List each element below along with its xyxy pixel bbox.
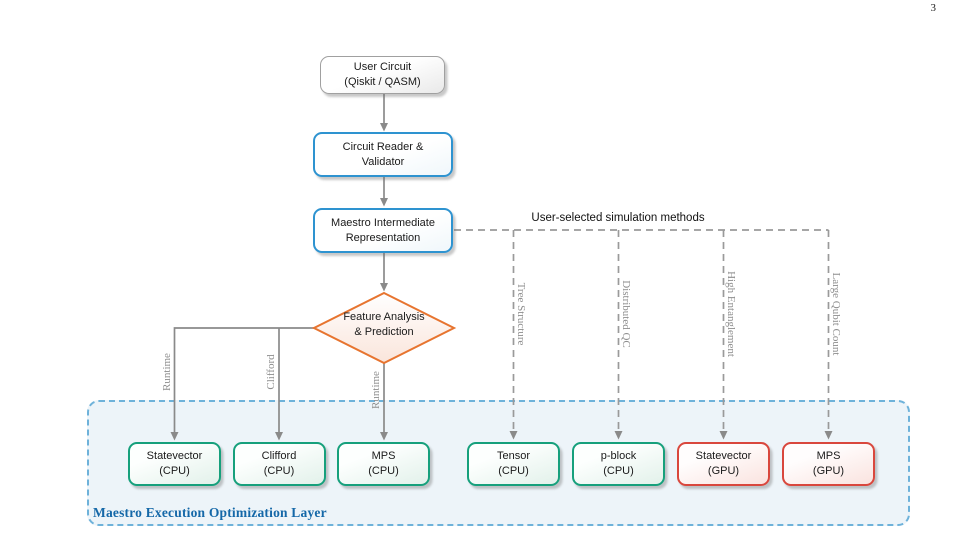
backend-name: MPS	[371, 450, 396, 463]
edge-label-tree-structure: Tree Structure	[515, 282, 527, 346]
backend-box-statevector-gpu: Statevector (GPU)	[677, 442, 770, 486]
backend-name: Tensor	[496, 450, 531, 463]
edge-label-runtime-2: Runtime	[370, 371, 382, 409]
node-user-circuit-line1: User Circuit	[353, 61, 412, 74]
node-maestro-ir: Maestro Intermediate Representation	[313, 208, 453, 253]
backend-box-mps-gpu: MPS (GPU)	[782, 442, 875, 486]
decision-line1: Feature Analysis	[343, 311, 425, 323]
edge-label-large-qubit-count: Large Qubit Count	[830, 272, 842, 356]
solid-arrows	[170, 94, 388, 441]
edge-label-distributed-qc: Distributed QC	[620, 280, 632, 348]
node-circuit-reader-line1: Circuit Reader &	[342, 140, 424, 153]
edge-label-clifford: Clifford	[265, 354, 277, 390]
node-maestro-ir-line1: Maestro Intermediate	[331, 216, 435, 229]
decision-diamond-shape	[311, 291, 457, 365]
node-user-circuit: User Circuit (Qiskit / QASM)	[320, 56, 445, 94]
decision-feature-analysis: Feature Analysis & Prediction	[324, 310, 444, 339]
backend-name: Statevector	[695, 450, 752, 463]
edge-label-runtime-1: Runtime	[161, 353, 173, 391]
node-circuit-reader-line2: Validator	[361, 155, 405, 168]
backend-box-statevector-cpu: Statevector (CPU)	[128, 442, 221, 486]
node-user-circuit-line2: (Qiskit / QASM)	[344, 76, 421, 88]
backend-unit: (CPU)	[368, 465, 399, 477]
dashed-routes	[454, 229, 833, 440]
node-maestro-ir-line2: Representation	[345, 231, 421, 244]
backend-unit: (GPU)	[812, 465, 845, 477]
backend-unit: (CPU)	[498, 465, 529, 477]
backend-unit: (GPU)	[707, 465, 740, 477]
backend-unit: (CPU)	[263, 465, 295, 477]
backend-box-mps-cpu: MPS (CPU)	[337, 442, 430, 486]
backend-name: p-block	[600, 450, 637, 463]
edge-label-high-entanglement: High Entanglement	[725, 271, 737, 357]
user-selected-methods-caption: User-selected simulation methods	[531, 212, 705, 224]
backend-box-pblock-cpu: p-block (CPU)	[572, 442, 665, 486]
backend-box-tensor-cpu: Tensor (CPU)	[467, 442, 560, 486]
backend-unit: (CPU)	[603, 465, 634, 477]
backend-unit: (CPU)	[159, 465, 190, 477]
backend-name: Statevector	[146, 450, 203, 463]
decision-line2: & Prediction	[354, 325, 414, 338]
execution-layer-title: Maestro Execution Optimization Layer	[93, 505, 327, 520]
backend-box-clifford-cpu: Clifford (CPU)	[232, 442, 326, 486]
page-number: 3	[930, 2, 937, 14]
backend-name: Clifford	[261, 450, 297, 463]
backend-name: MPS	[816, 450, 841, 463]
node-circuit-reader: Circuit Reader & Validator	[313, 132, 453, 177]
